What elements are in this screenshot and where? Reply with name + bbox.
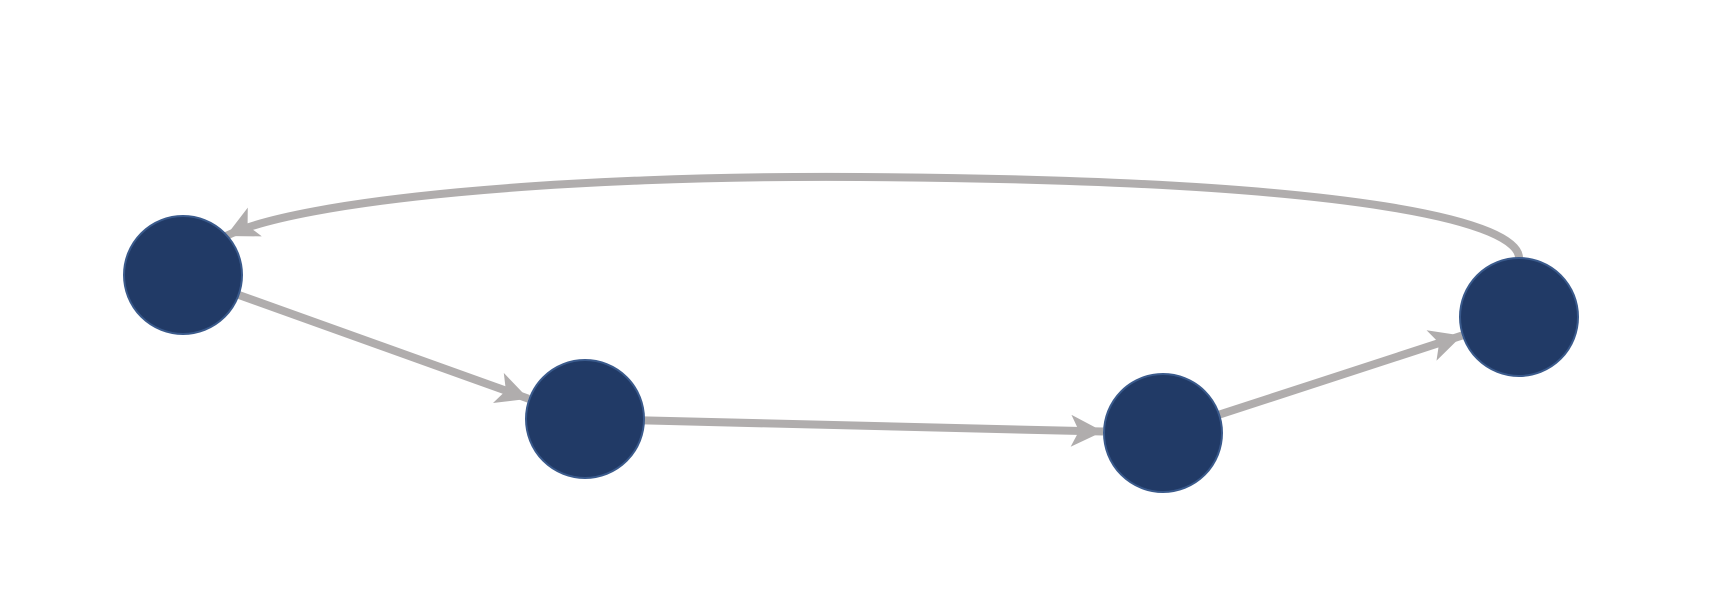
- node-1: [123, 215, 243, 335]
- edge-node-4-to-node-1: [224, 172, 1523, 259]
- node-2: [525, 359, 645, 479]
- edge-node-2-to-node-3: [643, 414, 1104, 447]
- edge-node-3-to-node-4: [1217, 330, 1464, 419]
- edge-node-1-to-node-2: [237, 291, 530, 404]
- node-4: [1459, 257, 1579, 377]
- nodes-layer: [123, 215, 1579, 493]
- node-3: [1103, 373, 1223, 493]
- edges-layer: [224, 172, 1523, 447]
